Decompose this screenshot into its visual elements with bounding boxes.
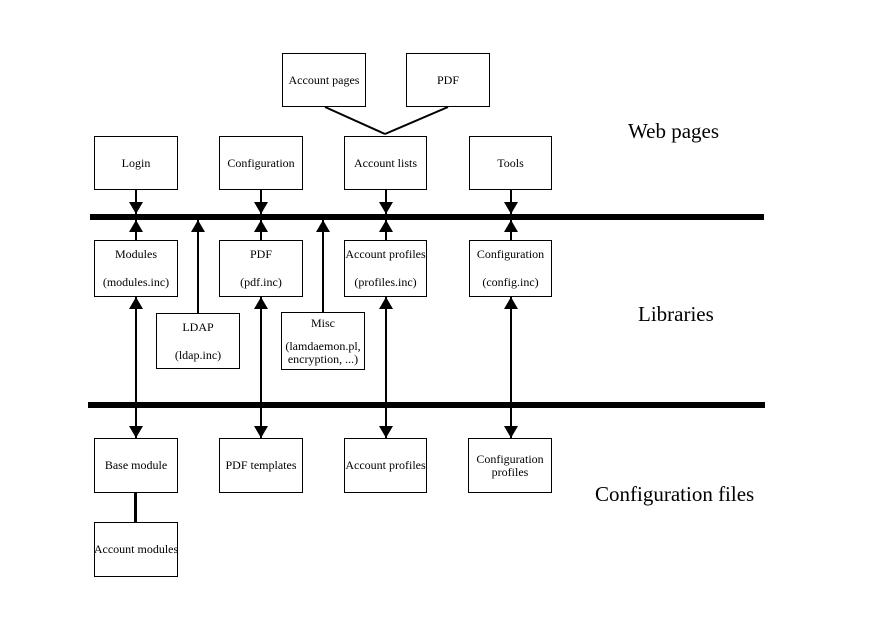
node-configuration-page: Configuration [219,136,303,190]
node-label: PDF [436,72,459,87]
node-tools: Tools [469,136,552,190]
ldap-bus-arrow-up-icon [191,220,205,232]
profiles-file-arrow-down-icon [379,426,393,438]
modules-arrow-up-icon [129,297,143,309]
profiles-lib-arrow-up-icon [379,297,393,309]
web-library-bus-line [90,214,764,220]
misc-to-bus-line [322,220,324,312]
section-label-libraries: Libraries [638,302,714,326]
pdf-to-account-lists-line [384,106,449,135]
node-configuration-lib: Configuration (config.inc) [469,240,552,297]
node-label: Account profiles [345,247,426,261]
node-account-lists: Account lists [344,136,427,190]
base-module-to-account-modules-line [134,493,137,522]
node-pdf-templates: PDF templates [219,438,303,493]
node-account-profiles-lib: Account profiles (profiles.inc) [344,240,427,297]
ldap-to-bus-line [197,220,199,313]
node-ldap-lib: LDAP (ldap.inc) [156,313,240,369]
node-label: Account pages [288,72,360,87]
node-login: Login [94,136,178,190]
tools-bus-arrow-down-icon [504,202,518,214]
node-pdf-page: PDF [406,53,490,107]
pdf-lib-arrow-up-icon [254,297,268,309]
node-label: Modules [115,247,157,261]
node-label: Account profiles [345,458,426,472]
modules-to-base-module-line [135,297,137,438]
account-pages-to-account-lists-line [324,106,386,135]
node-misc-lib: Misc (lamdaemon.pl, encryption, ...) [281,312,365,370]
pdf-lib-to-pdf-templates-line [260,297,262,438]
configuration-lib-bus-arrow-up-icon [504,220,518,232]
node-label: Base module [104,458,168,472]
node-sublabel: (config.inc) [482,275,539,289]
pdf-templates-arrow-down-icon [254,426,268,438]
node-modules-lib: Modules (modules.inc) [94,240,178,297]
node-label: Account modules [93,542,179,556]
config-profiles-arrow-down-icon [504,426,518,438]
node-account-modules: Account modules [94,522,178,577]
account-profiles-bus-arrow-up-icon [379,220,393,232]
pdf-lib-bus-arrow-up-icon [254,220,268,232]
node-sublabel: encryption, ...) [287,351,359,366]
node-label: Configuration [227,155,295,170]
node-label: Tools [497,155,524,170]
node-label: Configuration [476,451,544,466]
node-sublabel: profiles [491,464,529,479]
node-label: Account lists [354,155,417,170]
node-label: PDF templates [225,458,297,472]
config-lib-arrow-up-icon [504,297,518,309]
modules-bus-arrow-up-icon [129,220,143,232]
profiles-lib-to-profiles-file-line [385,297,387,438]
section-label-web-pages: Web pages [628,119,720,143]
node-sublabel: (modules.inc) [102,275,170,289]
node-account-profiles-file: Account profiles [344,438,427,493]
node-sublabel: (lamdaemon.pl, [285,338,361,353]
misc-bus-arrow-up-icon [316,220,330,232]
node-label: Login [121,155,151,170]
library-config-bus-line [88,402,765,408]
node-label: LDAP [182,319,214,334]
node-label: Misc [311,315,335,330]
node-account-pages: Account pages [282,53,366,107]
node-label: Configuration [476,247,545,261]
configuration-bus-arrow-down-icon [254,202,268,214]
node-pdf-lib: PDF (pdf.inc) [219,240,303,297]
base-module-arrow-down-icon [129,426,143,438]
node-sublabel: (profiles.inc) [354,275,417,289]
node-sublabel: (ldap.inc) [174,347,222,362]
section-label-configuration-files: Configuration files [595,482,755,506]
account-lists-bus-arrow-down-icon [379,202,393,214]
node-label: PDF [249,247,272,261]
node-base-module: Base module [94,438,178,493]
login-bus-arrow-down-icon [129,202,143,214]
node-configuration-profiles-file: Configuration profiles [468,438,552,493]
config-lib-to-config-profiles-line [510,297,512,438]
node-sublabel: (pdf.inc) [240,275,282,289]
